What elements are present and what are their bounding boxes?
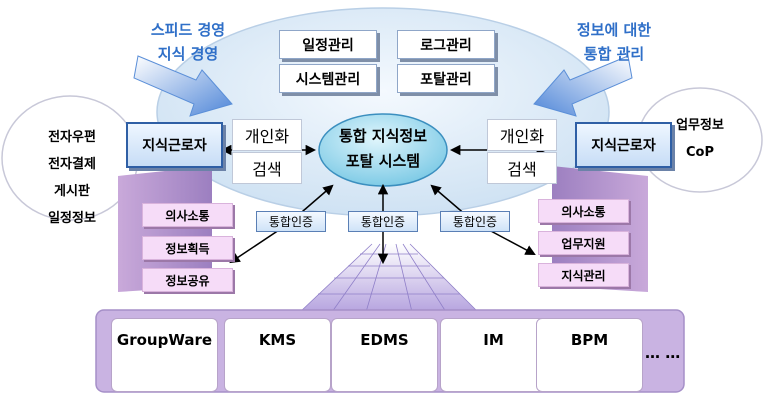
- right-slogan-line2: 통합 관리: [583, 45, 645, 63]
- right-slogan-line1: 정보에 대한: [576, 21, 652, 39]
- left-external-item: 전자우편: [48, 130, 96, 145]
- left-function-panel: [118, 166, 212, 292]
- left-personalization-label: 개인화: [232, 119, 302, 151]
- right-personalization-label: 개인화: [487, 119, 557, 151]
- grid-floor: [299, 243, 479, 313]
- left-slogan-line1: 스피드 경영: [150, 21, 226, 39]
- system-kms: KMS: [224, 318, 331, 392]
- feature-schedule-management: 일정관리: [279, 30, 377, 59]
- left-slogan-line2: 지식 경영: [157, 45, 219, 63]
- right-function-work-support: 업무지원: [538, 231, 629, 255]
- left-slogan: 스피드 경영 지식 경영: [130, 18, 246, 66]
- right-external-item: CoP: [686, 145, 714, 160]
- system-edms: EDMS: [331, 318, 438, 392]
- left-search-label: 검색: [232, 152, 302, 184]
- system-im: IM: [440, 318, 547, 392]
- right-external-item: 업무정보: [676, 118, 724, 133]
- center-portal-label: 통합 지식정보 포탈 시스템: [319, 124, 447, 174]
- left-slogan-arrow: [133, 55, 233, 117]
- left-function-info-sharing: 정보공유: [142, 268, 233, 292]
- left-function-communication: 의사소통: [142, 203, 233, 227]
- feature-system-management: 시스템관리: [279, 64, 377, 93]
- center-portal-line2: 포탈 시스템: [345, 152, 421, 170]
- right-external-services: 업무정보 CoP: [664, 112, 736, 166]
- left-external-services: 전자우편 전자결제 게시판 일정정보: [26, 124, 118, 232]
- left-knowledge-worker: 지식근로자: [126, 122, 223, 168]
- center-portal-line1: 통합 지식정보: [338, 127, 428, 145]
- right-slogan-arrow: [533, 55, 633, 117]
- auth-label-right: 통합인증: [440, 211, 510, 232]
- left-function-info-acquisition: 정보획득: [142, 236, 233, 260]
- right-search-label: 검색: [487, 152, 557, 184]
- auth-label-left: 통합인증: [256, 211, 326, 232]
- feature-portal-management: 포탈관리: [397, 64, 495, 93]
- right-function-communication: 의사소통: [538, 199, 629, 223]
- left-external-item: 게시판: [54, 184, 90, 199]
- auth-label-center: 통합인증: [348, 211, 418, 232]
- systems-more-ellipsis: … …: [645, 344, 681, 362]
- left-external-item: 일정정보: [48, 211, 96, 226]
- right-knowledge-worker: 지식근로자: [575, 122, 672, 168]
- right-slogan: 정보에 대한 통합 관리: [556, 18, 672, 66]
- right-function-panel: [552, 166, 648, 292]
- left-external-item: 전자결제: [48, 157, 96, 172]
- right-function-knowledge-management: 지식관리: [538, 263, 629, 287]
- feature-log-management: 로그관리: [397, 30, 495, 59]
- system-bpm: BPM: [536, 318, 643, 392]
- system-groupware: GroupWare: [111, 318, 218, 392]
